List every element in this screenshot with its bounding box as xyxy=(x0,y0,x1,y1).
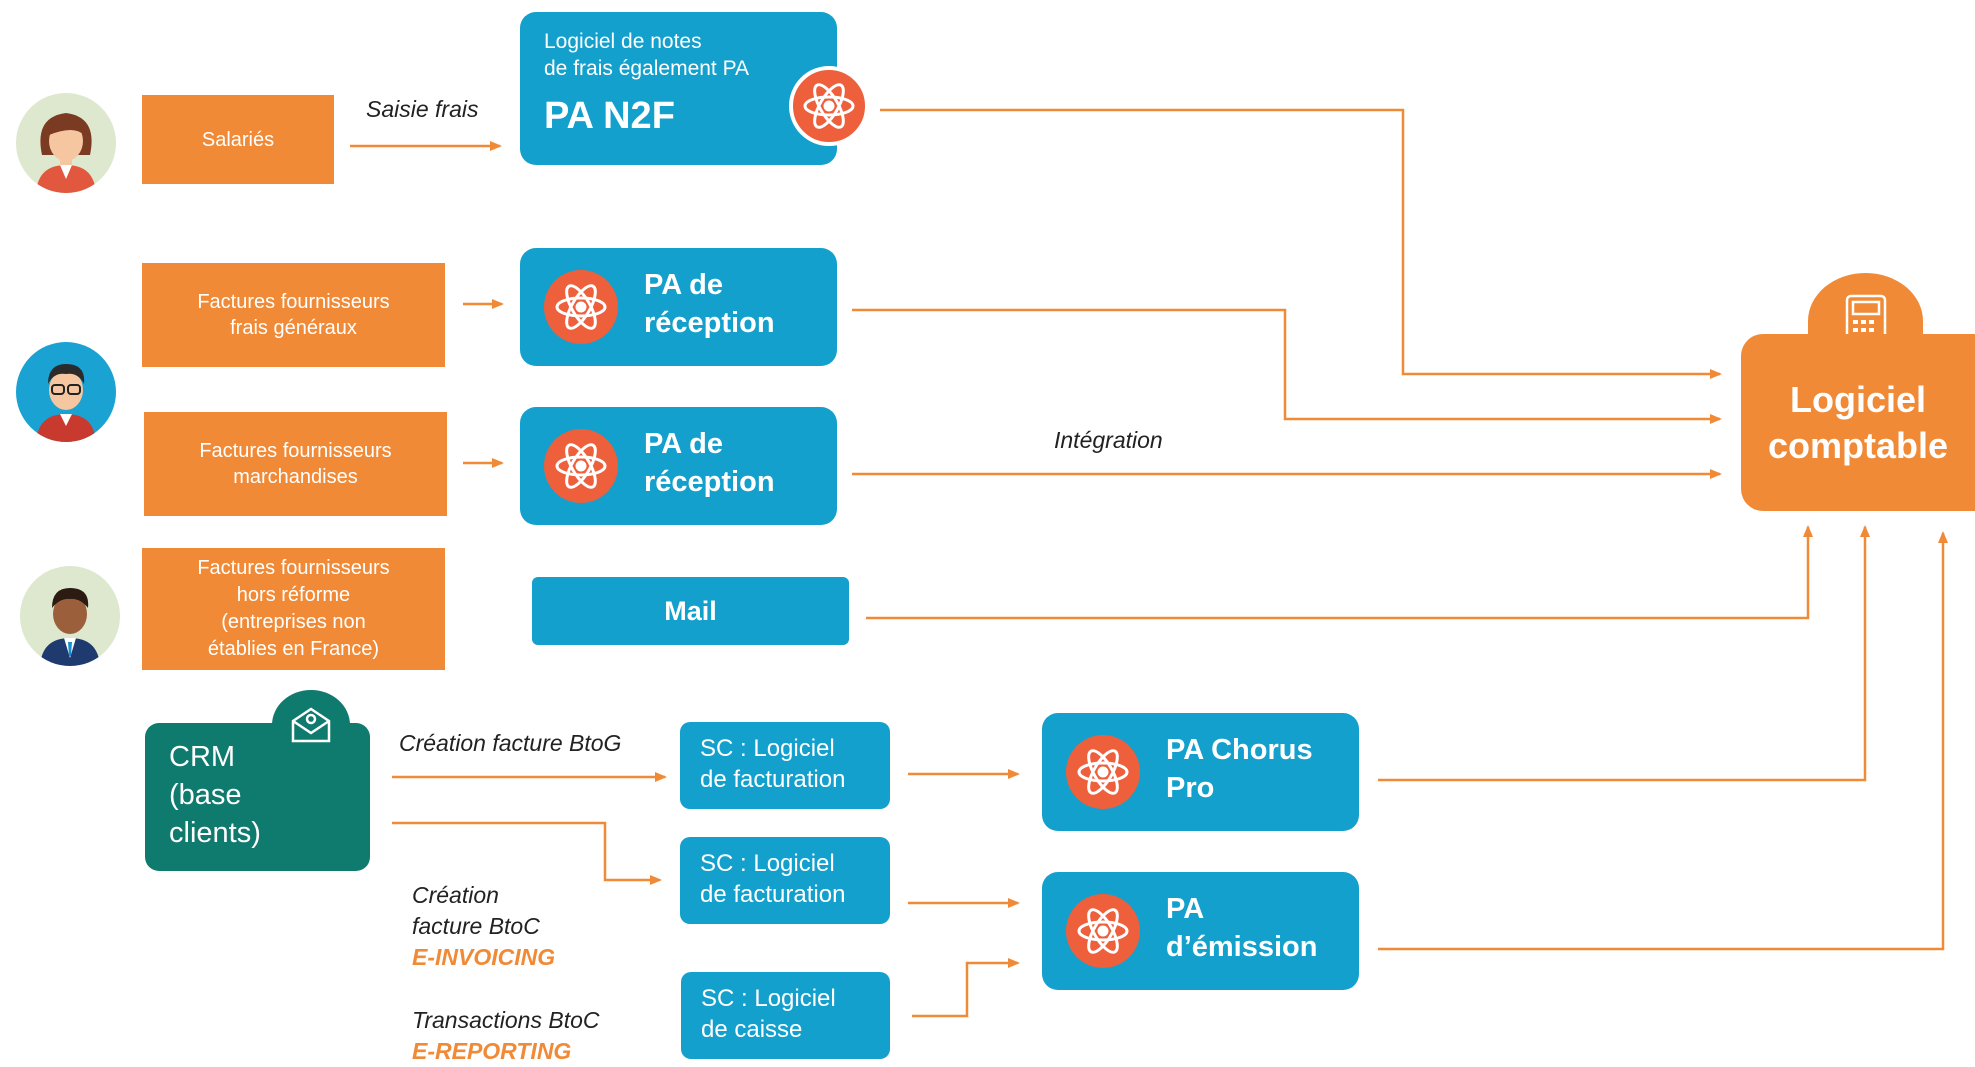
arrow-caisse-to-emission xyxy=(912,958,1020,1018)
source-hors-reforme: Factures fournisseurs hors réforme (entr… xyxy=(142,548,445,670)
pa-n2f-atom-icon xyxy=(789,66,869,146)
label-e-reporting: E-REPORTING xyxy=(412,1038,572,1064)
arrow-n2f-to-compta xyxy=(880,108,1722,379)
atom-icon xyxy=(544,429,618,503)
pa-emission-title: PA d’émission xyxy=(1166,893,1318,963)
envelope-icon xyxy=(272,690,350,760)
pa-chorus-pro: PA Chorus Pro xyxy=(1042,713,1359,831)
pa-chorus-pro-title: PA Chorus Pro xyxy=(1166,734,1313,804)
atom-icon xyxy=(1066,735,1140,809)
atom-icon xyxy=(1066,894,1140,968)
sc-facturation-1: SC : Logiciel de facturation xyxy=(680,722,890,809)
logiciel-comptable-box: Logiciel comptable xyxy=(1741,334,1975,511)
label-saisie-frais: Saisie frais xyxy=(366,96,479,122)
label-creation-btoc-text: Création facture BtoC xyxy=(412,882,540,939)
accountant-avatar-icon xyxy=(16,342,116,442)
sc-facturation-2: SC : Logiciel de facturation xyxy=(680,837,890,924)
source-hors-reforme-label: Factures fournisseurs hors réforme (entr… xyxy=(197,557,390,660)
logiciel-comptable-label: Logiciel comptable xyxy=(1767,378,1949,466)
label-e-invoicing: E-INVOICING xyxy=(412,944,556,970)
pa-reception-2-title: PA de réception xyxy=(644,428,775,498)
pa-n2f-box: Logiciel de notes de frais également PA … xyxy=(520,12,837,165)
arrow-reception1-to-compta xyxy=(852,308,1722,424)
label-creation-btoc: Création facture BtoC E-INVOICING xyxy=(412,880,555,973)
source-marchandises-label: Factures fournisseurs marchandises xyxy=(199,440,392,488)
source-marchandises: Factures fournisseurs marchandises xyxy=(144,412,447,516)
label-creation-btog: Création facture BtoG xyxy=(399,730,622,756)
arrow-crm-to-facturation2 xyxy=(392,821,662,885)
label-integration: Intégration xyxy=(1054,427,1163,453)
atom-icon xyxy=(544,270,618,344)
pa-n2f-subtitle: Logiciel de notes de frais également PA xyxy=(544,30,750,80)
pa-reception-2: PA de réception xyxy=(520,407,837,525)
source-salaries: Salariés xyxy=(142,95,334,184)
sc-caisse: SC : Logiciel de caisse xyxy=(681,972,890,1059)
source-frais-generaux-label: Factures fournisseurs frais généraux xyxy=(197,291,390,339)
arrow-emission-to-compta xyxy=(1378,531,1948,951)
pa-reception-1-title: PA de réception xyxy=(644,269,775,339)
pa-n2f-title: PA N2F xyxy=(544,95,675,137)
crm-box: CRM (base clients) xyxy=(145,723,370,871)
arrow-chorus-to-compta xyxy=(1378,525,1870,782)
label-transactions-btoc-text: Transactions BtoC xyxy=(412,1007,600,1033)
source-frais-generaux: Factures fournisseurs frais généraux xyxy=(142,263,445,367)
pa-emission: PA d’émission xyxy=(1042,872,1359,990)
label-transactions-btoc: Transactions BtoC E-REPORTING xyxy=(412,1005,599,1067)
supplier-avatar-icon xyxy=(20,566,120,666)
crm-label: CRM (base clients) xyxy=(169,741,261,849)
arrow-mail-to-compta xyxy=(866,525,1813,620)
mail-label: Mail xyxy=(664,595,717,626)
pa-reception-1: PA de réception xyxy=(520,248,837,366)
employee-avatar-icon xyxy=(16,93,116,193)
mail-box: Mail xyxy=(532,577,849,645)
